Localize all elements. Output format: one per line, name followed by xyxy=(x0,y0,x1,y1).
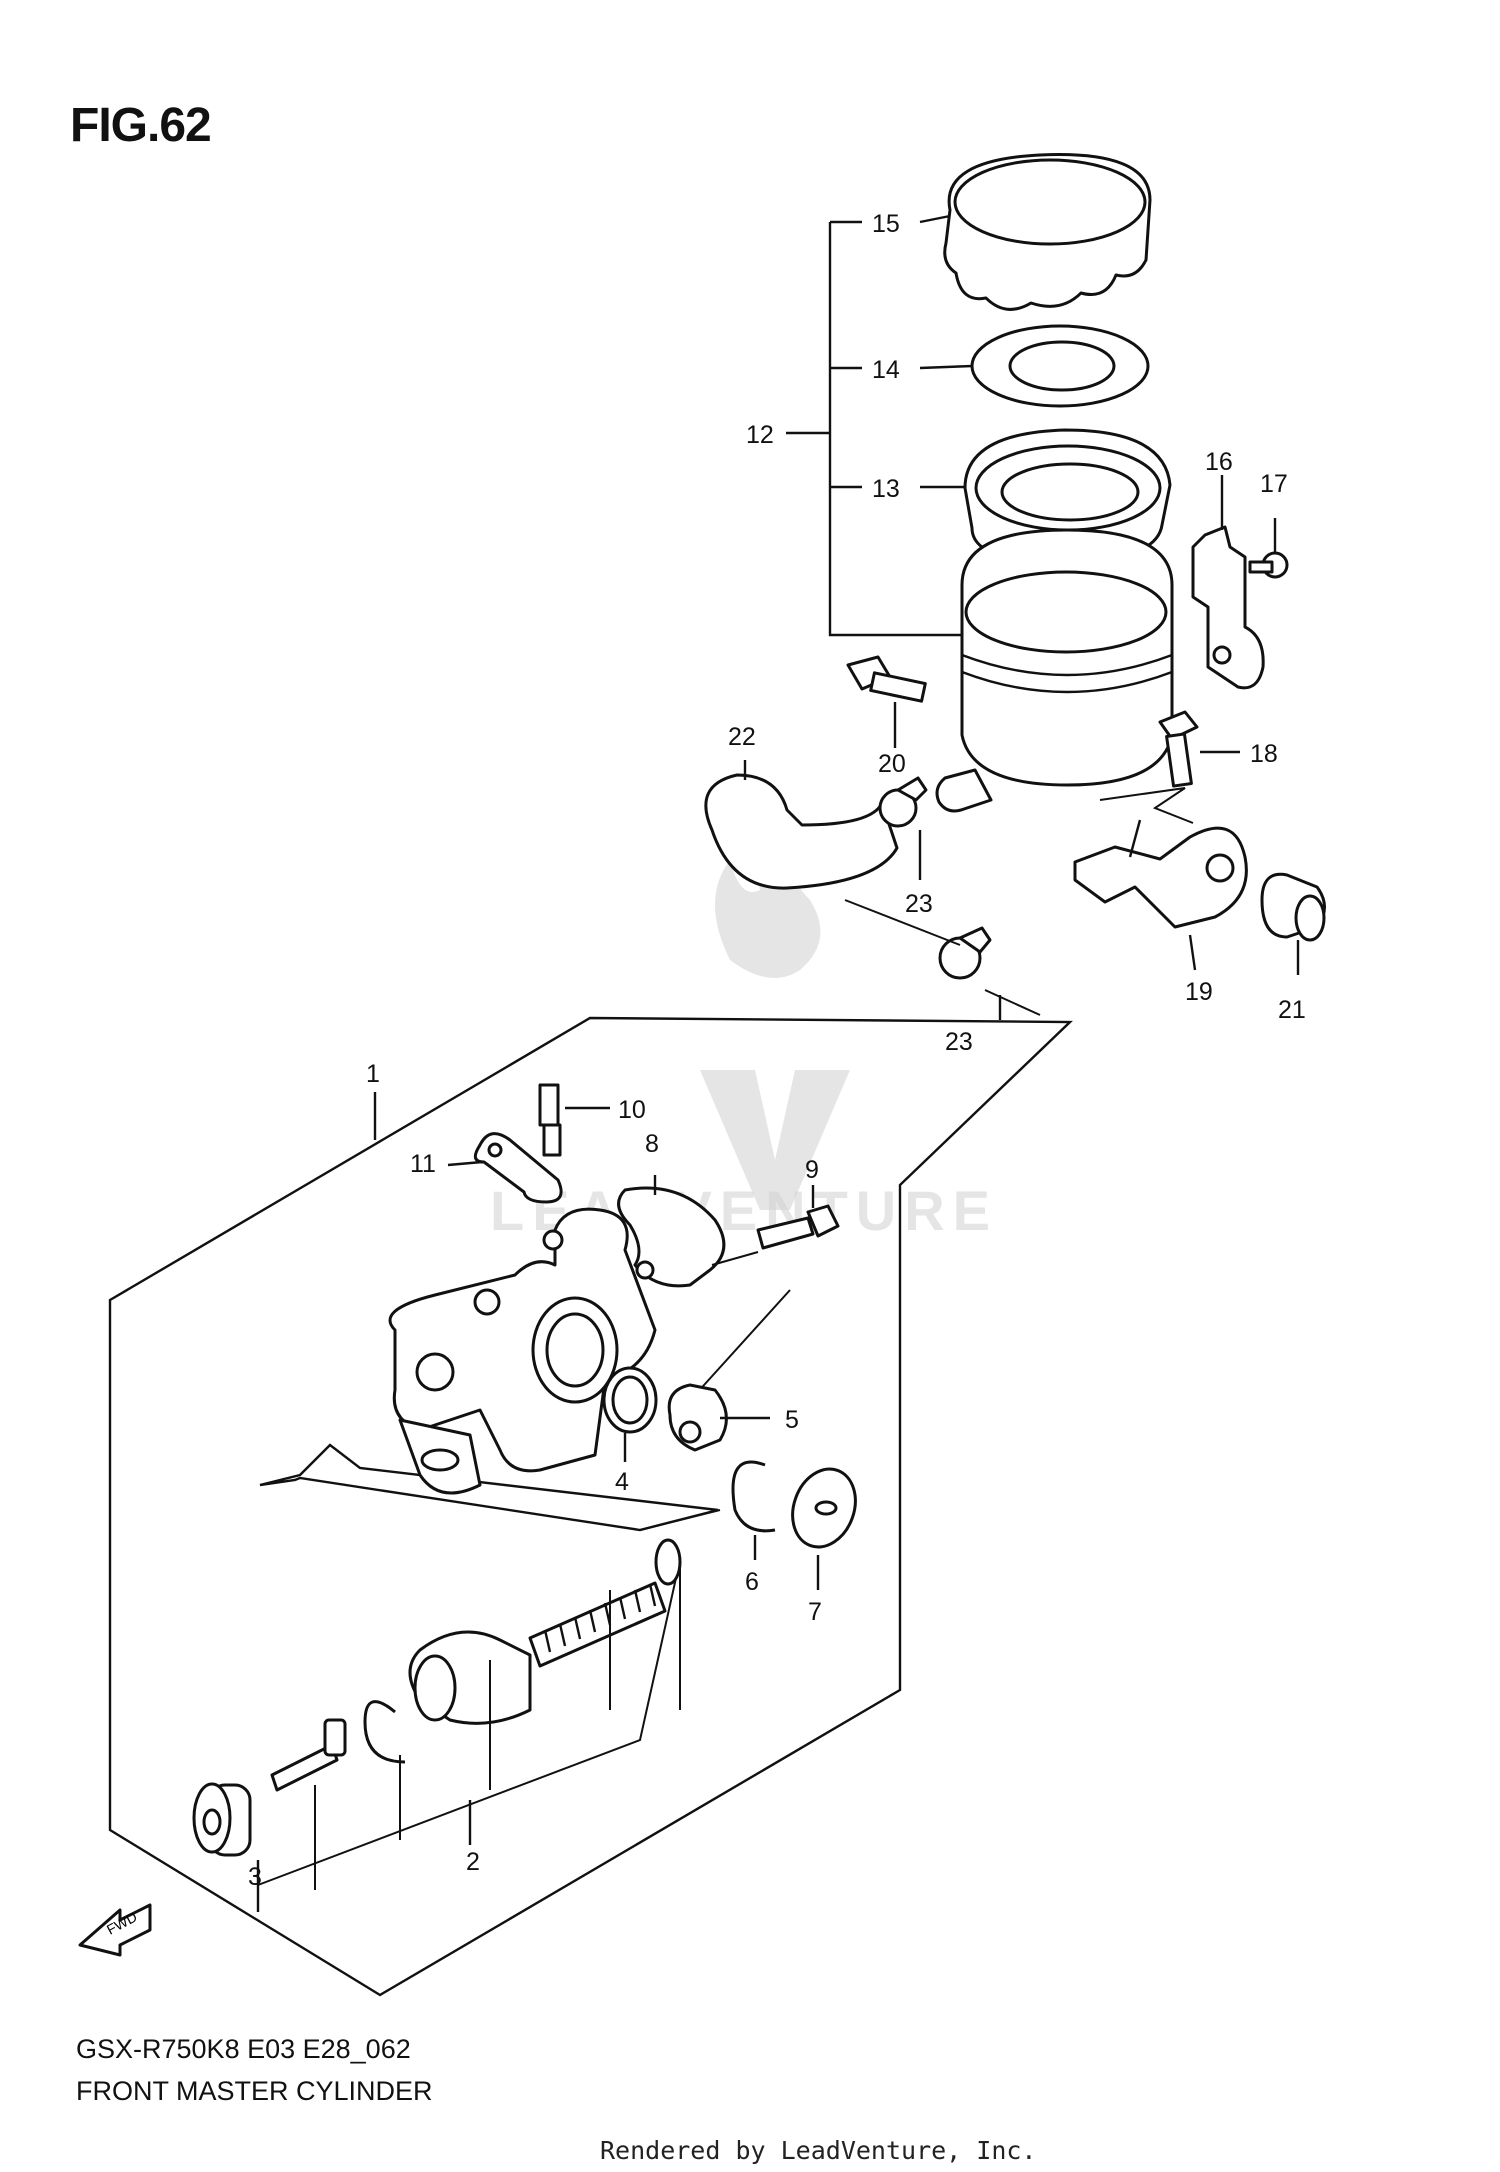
callout-3: 3 xyxy=(248,1863,262,1891)
callout-23-upper: 23 xyxy=(905,890,933,918)
o-ring xyxy=(602,1366,658,1462)
handlebar-holder xyxy=(617,1175,759,1288)
callout-19: 19 xyxy=(1185,978,1213,1006)
callout-10: 10 xyxy=(618,1096,646,1124)
callout-9: 9 xyxy=(805,1156,819,1184)
callout-16: 16 xyxy=(1205,448,1233,476)
bleeder-valve xyxy=(538,1083,610,1157)
bolt-18 xyxy=(1158,710,1240,788)
reservoir-connector xyxy=(667,1383,770,1452)
callout-7: 7 xyxy=(808,1598,822,1626)
reservoir-hose xyxy=(704,760,899,890)
reservoir-stay xyxy=(1073,787,1248,971)
group-bracket-12 xyxy=(786,220,965,637)
master-cylinder-box xyxy=(108,1016,1073,1997)
callout-23-lower: 23 xyxy=(945,1028,973,1056)
reservoir-cap xyxy=(919,153,1152,311)
grommet xyxy=(1260,872,1326,975)
reservoir-body xyxy=(935,528,1174,813)
model-code: GSX-R750K8 E03 E28_062 xyxy=(76,2034,411,2064)
piston-assembly xyxy=(192,1538,682,1912)
dust-boot xyxy=(791,1467,857,1590)
callout-22: 22 xyxy=(728,723,756,751)
diaphragm-plate xyxy=(919,324,1150,408)
diagram-caption: FRONT MASTER CYLINDER xyxy=(76,2076,433,2106)
callout-1-label: 1 xyxy=(366,1060,380,1088)
bleeder-cap xyxy=(447,1132,563,1204)
callout-18: 18 xyxy=(1250,740,1278,768)
callout-5: 5 xyxy=(785,1406,799,1434)
callout-20: 20 xyxy=(878,750,906,778)
callout-8: 8 xyxy=(645,1130,659,1158)
callout-2: 2 xyxy=(466,1848,480,1876)
bolt-20 xyxy=(846,655,927,748)
hose-clamp-upper xyxy=(878,776,928,880)
callout-17: 17 xyxy=(1260,470,1288,498)
callout-21: 21 xyxy=(1278,996,1306,1024)
diaphragm xyxy=(920,428,1172,565)
master-cylinder-body xyxy=(388,1207,657,1495)
callout-labels: 15 14 12 13 16 17 18 20 22 23 19 21 23 1… xyxy=(248,210,1306,1891)
callout-15: 15 xyxy=(872,210,900,238)
hose-clamp-lower xyxy=(938,926,1002,1020)
credit-line: Rendered by LeadVenture, Inc. xyxy=(600,2136,1037,2165)
circlip-6 xyxy=(731,1460,776,1560)
callout-11: 11 xyxy=(410,1150,436,1178)
callout-13: 13 xyxy=(872,475,900,503)
callout-12: 12 xyxy=(746,421,774,449)
screw-17 xyxy=(1248,518,1289,579)
fig-title: FIG.62 xyxy=(70,99,212,152)
hose-bracket xyxy=(1191,475,1265,690)
holder-bolt xyxy=(756,1185,840,1250)
fwd-arrow-icon: FWD xyxy=(78,1903,152,1957)
callout-14: 14 xyxy=(872,356,900,384)
callout-6: 6 xyxy=(745,1568,759,1596)
callout-4: 4 xyxy=(615,1468,629,1496)
